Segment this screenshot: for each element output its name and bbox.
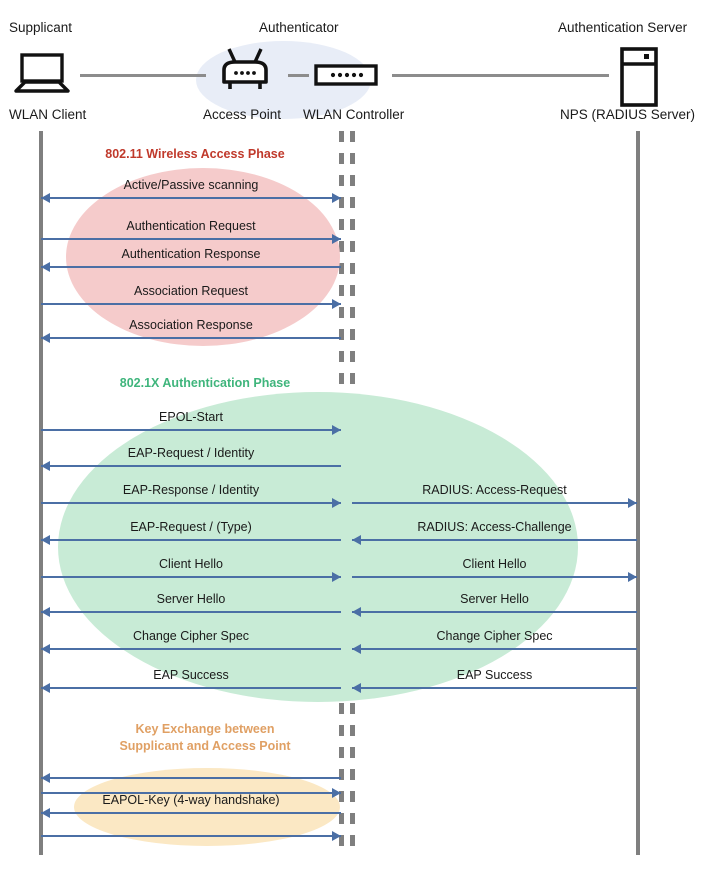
message-label: EAP-Response / Identity (122, 483, 260, 497)
arrow-head-left (41, 333, 50, 343)
device-label-nps-radius-server: NPS (RADIUS Server) (560, 107, 696, 122)
message-arrow-line (41, 576, 341, 578)
device-label-wlan-controller: WLAN Controller (303, 107, 405, 122)
message-arrow-line (41, 611, 341, 613)
message-label: Server Hello (460, 592, 529, 606)
connector-controller-to-nps (392, 74, 609, 77)
message-label: EAP Success (153, 668, 229, 682)
message-label: Association Request (134, 284, 248, 298)
message-arrow-line (41, 812, 341, 814)
message-arrow-line (41, 792, 341, 794)
arrow-head-left (41, 193, 50, 203)
message-label: RADIUS: Access-Request (422, 483, 567, 497)
message-label: Client Hello (159, 557, 223, 571)
message-arrow-line (41, 502, 341, 504)
arrow-head-right (628, 498, 637, 508)
arrow-head-left (352, 535, 361, 545)
message-arrow-line (41, 465, 341, 467)
message-arrow-line (41, 648, 341, 650)
message-arrow-line (352, 539, 637, 541)
arrow-head-left (352, 683, 361, 693)
server-rack-icon (618, 47, 660, 112)
arrow-head-left (41, 808, 50, 818)
wireless-router-icon (214, 46, 276, 99)
message-label: RADIUS: Access-Challenge (417, 520, 572, 534)
arrow-head-left (41, 262, 50, 272)
lifeline-supplicant (39, 131, 43, 855)
message-arrow-line (41, 429, 341, 431)
arrow-head-right (332, 498, 341, 508)
message-label: Association Response (129, 318, 253, 332)
controller-box-icon (314, 63, 378, 92)
arrow-head-left (41, 644, 50, 654)
arrow-head-right (332, 193, 341, 203)
message-label: EAP-Request / Identity (127, 446, 255, 460)
message-arrow-line (352, 687, 637, 689)
connector-ap-to-controller (288, 74, 309, 77)
message-arrow-line (41, 197, 341, 199)
message-arrow-line (352, 502, 637, 504)
actor-role-authentication-server: Authentication Server (558, 20, 688, 35)
message-arrow-line (41, 337, 341, 339)
message-arrow-line (41, 303, 341, 305)
message-label: EAP-Request / (Type) (130, 520, 252, 534)
message-arrow-line (41, 835, 341, 837)
arrow-head-right (628, 572, 637, 582)
arrow-head-left (41, 773, 50, 783)
message-label: Change Cipher Spec (436, 629, 553, 643)
arrow-head-right (332, 234, 341, 244)
laptop-icon (12, 53, 72, 100)
arrow-head-right (332, 572, 341, 582)
phase-blob-key-exchange (74, 768, 340, 846)
arrow-head-left (41, 461, 50, 471)
message-label: EAPOL-Key (4-way handshake) (102, 793, 280, 807)
message-arrow-line (352, 611, 637, 613)
message-arrow-line (352, 648, 637, 650)
arrow-head-left (41, 607, 50, 617)
arrow-head-left (352, 607, 361, 617)
message-arrow-line (41, 687, 341, 689)
actor-role-authenticator: Authenticator (259, 20, 339, 35)
phase-blob-dot1x (58, 392, 578, 702)
phase-label-wireless-access: 802.11 Wireless Access Phase (105, 147, 285, 161)
message-label: Client Hello (462, 557, 527, 571)
message-label: Change Cipher Spec (132, 629, 250, 643)
arrow-head-left (41, 683, 50, 693)
message-arrow-line (41, 539, 341, 541)
connector-client-to-ap (80, 74, 206, 77)
device-label-wlan-client: WLAN Client (9, 107, 87, 122)
phase-label-key-exchange: Key Exchange between Supplicant and Acce… (119, 722, 291, 753)
arrow-head-left (41, 535, 50, 545)
phase-label-dot1x: 802.1X Authentication Phase (119, 376, 291, 390)
arrow-head-right (332, 788, 341, 798)
message-label: Authentication Response (121, 247, 261, 261)
message-label: Active/Passive scanning (123, 178, 259, 192)
message-arrow-line (41, 266, 341, 268)
message-label: Authentication Request (126, 219, 256, 233)
lifeline-nps (636, 131, 640, 855)
arrow-head-left (352, 644, 361, 654)
message-arrow-line (41, 777, 341, 779)
actor-role-supplicant: Supplicant (9, 20, 73, 35)
device-label-access-point: Access Point (203, 107, 282, 122)
message-label: EPOL-Start (159, 410, 223, 424)
message-arrow-line (41, 238, 341, 240)
message-label: Server Hello (156, 592, 226, 606)
arrow-head-right (332, 831, 341, 841)
arrow-head-right (332, 425, 341, 435)
arrow-head-right (332, 299, 341, 309)
message-arrow-line (352, 576, 637, 578)
message-label: EAP Success (456, 668, 533, 682)
